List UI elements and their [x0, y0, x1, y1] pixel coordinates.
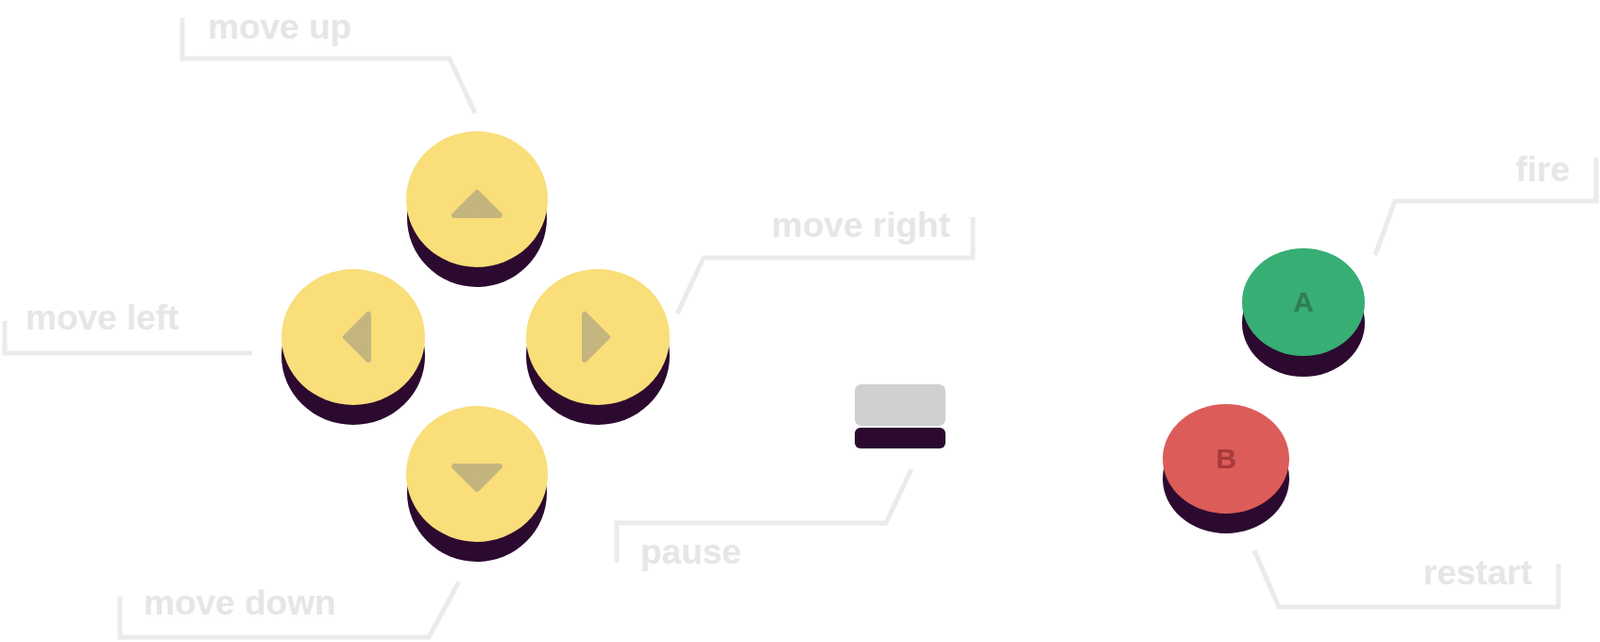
dpad-left-button [281, 269, 426, 406]
button-letter: B [1162, 444, 1290, 474]
dpad-up-button [406, 131, 548, 268]
button-label: move up [207, 9, 352, 45]
arrow-symbol [345, 314, 369, 360]
pause-button [854, 384, 946, 426]
button-label: fire [1514, 152, 1570, 188]
leader-lines [4, 17, 1597, 638]
button-shadow [854, 427, 946, 449]
arrow-symbol [454, 466, 500, 490]
leader-line [1254, 550, 1559, 608]
button-label: pause [640, 534, 742, 570]
b-button: B [1162, 404, 1290, 514]
dpad-arrows [345, 192, 608, 490]
button-label: move down [143, 585, 337, 621]
button-label: move left [25, 300, 179, 336]
arrow-symbol [454, 192, 500, 216]
a-button: A [1242, 248, 1365, 357]
button-label: move right [771, 207, 951, 243]
dpad-buttons [281, 131, 670, 543]
dpad-right-button [526, 269, 670, 406]
arrow-symbol [584, 314, 608, 360]
leader-line [119, 581, 460, 638]
button-letter: A [1242, 288, 1365, 317]
dpad-down-button [406, 406, 548, 543]
button-label: restart [1423, 555, 1532, 591]
